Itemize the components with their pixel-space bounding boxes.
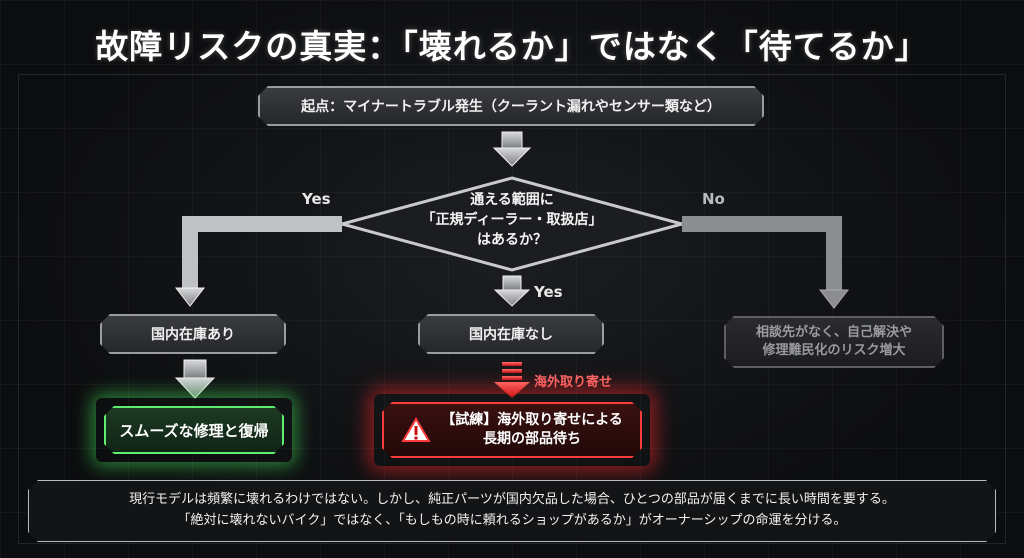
no-stock-node: 国内在庫なし xyxy=(418,314,604,354)
smooth-repair-node: スムーズな修理と復帰 xyxy=(104,406,284,454)
trial-node: 【試練】海外取り寄せによる 長期の部品待ち xyxy=(382,402,642,458)
footer-line-2: 「絶対に壊れないバイク」ではなく、「もしもの時に頼れるショップがあるか」がオーナ… xyxy=(177,513,847,528)
red-arrow-down-icon xyxy=(494,362,530,398)
hud-frame xyxy=(18,74,1006,544)
decision-text: 通える範囲に 「正規ディーラー・取扱店」 はあるか？ xyxy=(392,190,632,250)
no-dealer-line-1: 相談先がなく、自己解決や xyxy=(755,325,912,340)
yes-branch-connector xyxy=(174,216,342,307)
decision-line-1: 通える範囲に xyxy=(470,192,554,208)
page-title: 故障リスクの真実：「壊れるか」ではなく「待てるか」 xyxy=(95,27,929,66)
yes-down-label: Yes xyxy=(534,283,563,301)
in-stock-node: 国内在庫あり xyxy=(100,314,286,354)
start-node: 起点：マイナートラブル発生（クーラント漏れやセンサー類など） xyxy=(258,86,764,126)
arrow-down-icon xyxy=(492,131,532,167)
summary-footer: 現行モデルは頻繁に壊れるわけではない。しかし、純正パーツが国内欠品した場合、ひと… xyxy=(28,480,996,542)
warning-triangle-icon xyxy=(401,417,431,443)
no-dealer-line-2: 修理難民化のリスク増大 xyxy=(762,343,906,358)
no-label: No xyxy=(702,190,725,208)
no-dealer-node: 相談先がなく、自己解決や 修理難民化のリスク増大 xyxy=(724,316,944,368)
decision-diamond xyxy=(336,176,688,272)
decision-line-3: はあるか？ xyxy=(477,232,547,248)
decision-line-2: 「正規ディーラー・取扱店」 xyxy=(421,212,603,228)
no-branch-connector xyxy=(682,216,850,309)
footer-line-1: 現行モデルは頻繁に壊れるわけではない。しかし、純正パーツが国内欠品した場合、ひと… xyxy=(129,492,895,507)
arrow-down-icon xyxy=(174,359,216,399)
yes-label: Yes xyxy=(302,190,331,208)
trial-line-1: 【試練】海外取り寄せによる xyxy=(441,412,623,428)
overseas-label: 海外取り寄せ xyxy=(534,375,613,390)
trial-line-2: 長期の部品待ち xyxy=(483,431,581,447)
arrow-down-icon xyxy=(493,275,531,307)
